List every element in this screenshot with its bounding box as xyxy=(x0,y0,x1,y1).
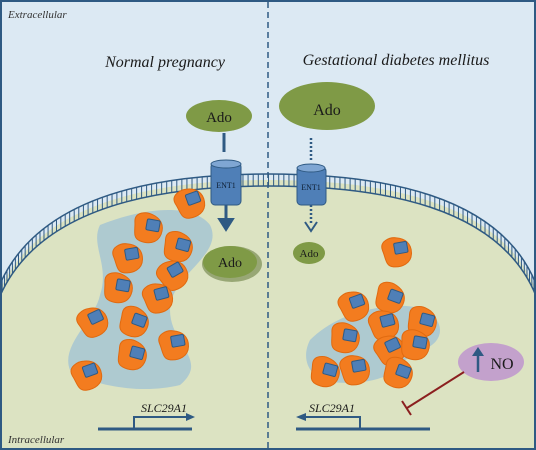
transporter-protein xyxy=(112,243,143,274)
ado-label: Ado xyxy=(313,102,341,119)
extracellular-label: Extracellular xyxy=(7,9,67,21)
ent1-transporter-right: ENT1 xyxy=(296,163,327,206)
ent1-label: ENT1 xyxy=(301,183,321,192)
ado-label: Ado xyxy=(206,110,232,126)
transporter-protein xyxy=(381,237,412,268)
left-panel-title: Normal pregnancy xyxy=(104,54,226,71)
transporter-protein xyxy=(310,356,340,388)
gene-label: SLC29A1 xyxy=(141,401,187,415)
nitric-oxide-signal: NO xyxy=(458,343,524,381)
transporter-cluster-right xyxy=(310,237,437,389)
ado-extracellular-left: Ado xyxy=(186,100,252,132)
gene-slc29a1-right: SLC29A1 xyxy=(296,401,430,431)
transporter-protein xyxy=(173,188,206,219)
ado-dotted-arrowhead-right xyxy=(304,221,318,233)
transporter-protein xyxy=(119,305,149,338)
transporter-protein xyxy=(104,272,133,304)
gene-slc29a1-left: SLC29A1 xyxy=(98,401,195,431)
no-label: NO xyxy=(490,356,513,373)
transporter-protein xyxy=(134,212,163,244)
transporter-protein xyxy=(401,329,430,361)
transporter-protein xyxy=(407,306,437,338)
ado-intracellular-left: Ado xyxy=(202,246,262,282)
transporter-protein xyxy=(76,307,109,338)
transporter-protein xyxy=(337,291,370,322)
transporter-protein xyxy=(70,360,103,391)
transporter-protein xyxy=(156,260,189,292)
right-panel-title: Gestational diabetes mellitus xyxy=(303,52,490,69)
transporter-protein xyxy=(339,355,370,386)
ado-extracellular-right: Ado xyxy=(279,82,375,130)
ent1-transporter-left: ENT1 xyxy=(210,159,242,206)
transporter-protein xyxy=(163,231,193,263)
transporter-protein xyxy=(158,330,189,361)
ent1-label: ENT1 xyxy=(216,181,236,190)
ado-label: Ado xyxy=(300,248,319,260)
transporter-protein xyxy=(331,322,360,354)
transporter-protein xyxy=(375,281,405,314)
transporter-protein xyxy=(141,283,174,314)
transporter-protein xyxy=(367,310,400,341)
inhibition-line xyxy=(406,371,465,409)
transporter-protein xyxy=(383,356,413,389)
ado-label: Ado xyxy=(218,256,242,271)
gene-label: SLC29A1 xyxy=(309,401,355,415)
transporter-protein xyxy=(117,339,147,371)
inhibition-bar xyxy=(401,400,412,416)
ado-arrowhead-left xyxy=(217,218,235,232)
transporter-cluster-left xyxy=(70,188,206,391)
intracellular-label: Intracellular xyxy=(7,434,65,446)
up-arrowhead-icon xyxy=(472,347,484,356)
ado-intracellular-right: Ado xyxy=(293,242,325,264)
